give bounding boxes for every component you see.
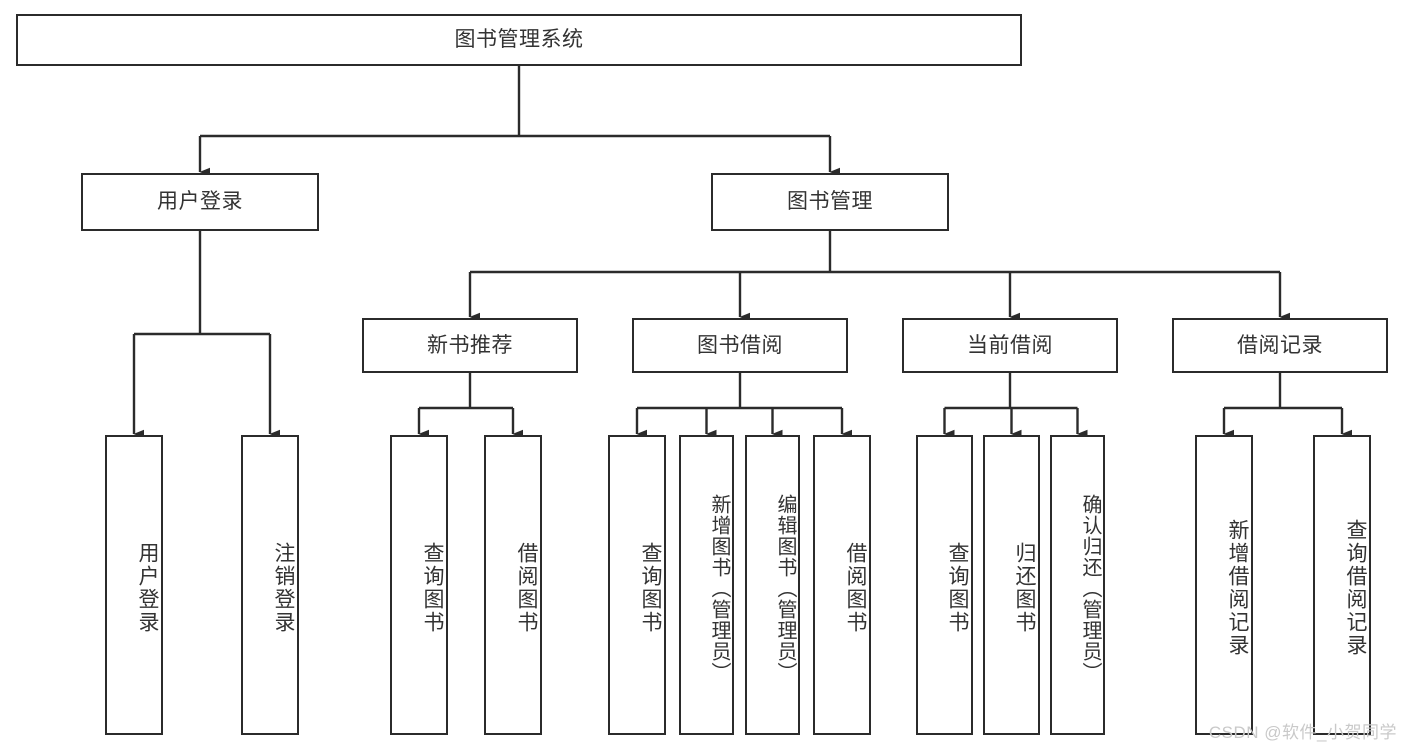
node-user-login-do[interactable]: 用户登录	[105, 435, 163, 735]
node-book-borrow[interactable]: 图书借阅	[632, 318, 848, 373]
node-bb-borrow-book[interactable]: 借阅图书	[813, 435, 871, 735]
node-br-query-record[interactable]: 查询借阅记录	[1313, 435, 1371, 735]
node-bb-edit-book[interactable]: 编辑图书（管理员）	[745, 435, 800, 735]
node-label-br-query-record: 查询借阅记录	[1344, 519, 1367, 657]
node-current-borrow[interactable]: 当前借阅	[902, 318, 1118, 373]
node-cb-return-book[interactable]: 归还图书	[983, 435, 1040, 735]
node-label-root: 图书管理系统	[454, 28, 584, 52]
node-label-cb-query-book: 查询图书	[946, 542, 969, 634]
connector-lines	[132, 66, 1353, 439]
node-label-cb-return-book: 归还图书	[1013, 542, 1036, 634]
node-label-book-borrow: 图书借阅	[697, 333, 783, 357]
node-root[interactable]: 图书管理系统	[16, 14, 1022, 66]
watermark-label: CSDN @软件_小贺同学	[1208, 723, 1397, 742]
node-label-book-manage: 图书管理	[787, 190, 873, 214]
node-label-borrow-record: 借阅记录	[1237, 333, 1323, 357]
node-label-current-borrow: 当前借阅	[967, 333, 1053, 357]
node-user-login[interactable]: 用户登录	[81, 173, 319, 231]
node-label-user-logout: 注销登录	[272, 542, 295, 634]
node-cb-query-book[interactable]: 查询图书	[916, 435, 973, 735]
node-label-user-login: 用户登录	[157, 190, 243, 214]
node-borrow-record[interactable]: 借阅记录	[1172, 318, 1388, 373]
node-book-manage[interactable]: 图书管理	[711, 173, 949, 231]
node-br-add-record[interactable]: 新增借阅记录	[1195, 435, 1253, 735]
node-label-bb-add-book: 新增图书（管理员）	[708, 493, 730, 683]
node-label-user-login-do: 用户登录	[136, 542, 159, 634]
node-bb-add-book[interactable]: 新增图书（管理员）	[679, 435, 734, 735]
node-label-nbr-borrow-book: 借阅图书	[515, 542, 538, 634]
node-label-cb-confirm-return: 确认归还（管理员）	[1079, 493, 1101, 683]
node-label-bb-borrow-book: 借阅图书	[844, 542, 867, 634]
node-user-logout[interactable]: 注销登录	[241, 435, 299, 735]
node-bb-query-book[interactable]: 查询图书	[608, 435, 666, 735]
node-cb-confirm-return[interactable]: 确认归还（管理员）	[1050, 435, 1105, 735]
node-label-bb-edit-book: 编辑图书（管理员）	[774, 493, 796, 683]
node-label-new-book-rec: 新书推荐	[427, 333, 513, 357]
node-label-bb-query-book: 查询图书	[639, 542, 662, 634]
node-nbr-borrow-book[interactable]: 借阅图书	[484, 435, 542, 735]
node-label-nbr-query-book: 查询图书	[421, 542, 444, 634]
node-new-book-rec[interactable]: 新书推荐	[362, 318, 578, 373]
node-nbr-query-book[interactable]: 查询图书	[390, 435, 448, 735]
node-label-br-add-record: 新增借阅记录	[1226, 519, 1249, 657]
